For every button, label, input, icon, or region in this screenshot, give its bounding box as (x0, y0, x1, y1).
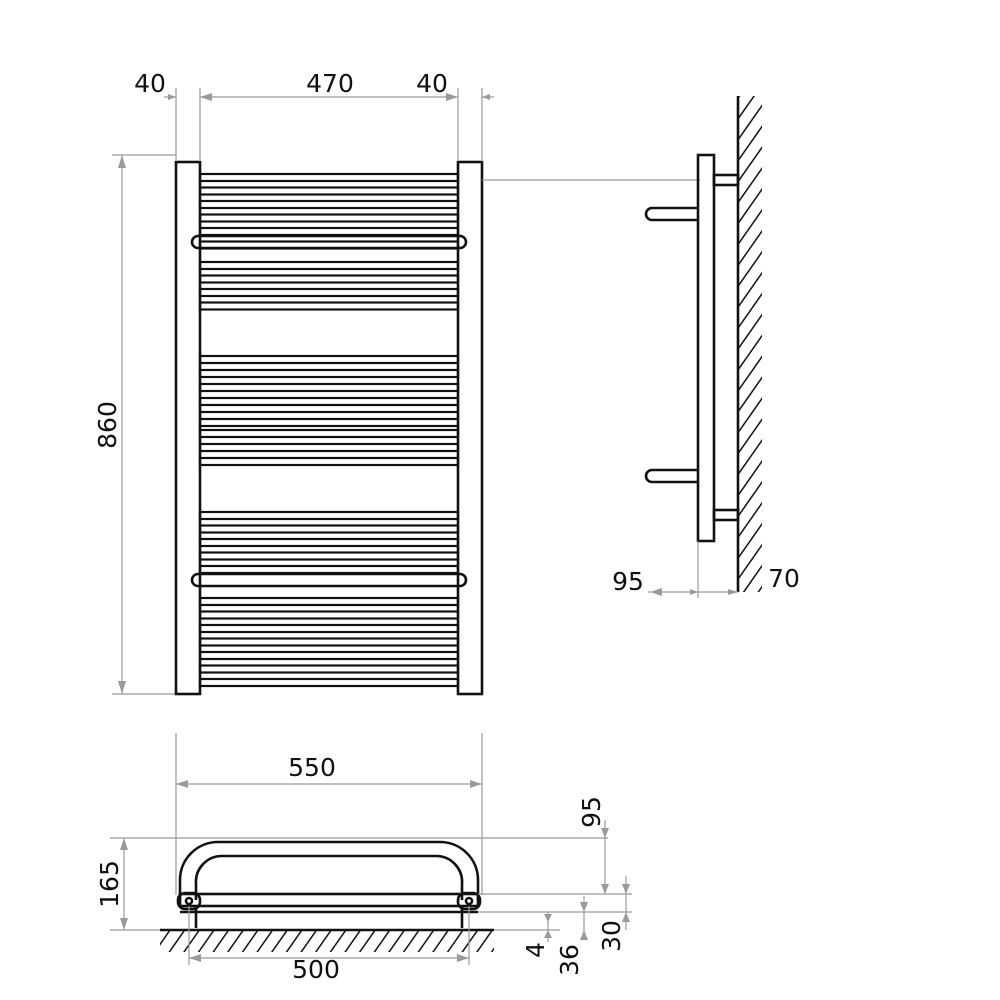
rung (198, 510, 460, 521)
mount-left-hole (184, 896, 194, 906)
dim-rail-top-label: 95 (577, 796, 606, 828)
rung (198, 551, 460, 561)
right-post (456, 160, 484, 696)
dim-width-inner-label: 500 (292, 955, 340, 984)
u-rail-outer (178, 840, 480, 900)
left-post (174, 160, 202, 696)
rung (198, 186, 460, 196)
rung (198, 456, 460, 467)
rung-group (198, 172, 460, 688)
floor-hatch (160, 930, 494, 952)
rung (198, 623, 460, 634)
rung (198, 650, 460, 661)
dim-offset-label: 95 (612, 567, 644, 596)
rung (198, 596, 460, 607)
rung (198, 274, 460, 284)
dim-rail-c-label: 4 (521, 942, 550, 958)
rung (198, 396, 460, 407)
mount-right-hole (464, 896, 474, 906)
base-plate (178, 892, 480, 908)
side-post (696, 153, 716, 543)
bracket-bottom (712, 508, 740, 522)
dim-side-right-label: 40 (416, 69, 448, 98)
rung (198, 428, 460, 439)
rung (198, 226, 460, 237)
rung (198, 537, 460, 548)
rung (198, 524, 460, 534)
rung (198, 213, 460, 223)
rung (198, 442, 460, 453)
dim-height-label: 860 (93, 401, 122, 449)
rung (198, 172, 460, 183)
rung (198, 301, 460, 311)
rung (198, 368, 460, 379)
rung (198, 287, 460, 298)
rail-stub-upper (644, 206, 698, 222)
rung (198, 677, 460, 688)
dim-rail-a-label: 30 (597, 920, 626, 952)
dim-side-left-label: 40 (134, 69, 166, 98)
rail-lower (190, 572, 468, 588)
dim-rail-b-label: 36 (555, 944, 584, 976)
rung (198, 637, 460, 647)
bracket-top (712, 173, 740, 187)
front-view: 40 470 40 860 (93, 69, 700, 696)
rung (198, 382, 460, 393)
rail-upper (190, 234, 468, 250)
rung (198, 354, 460, 365)
side-view: 95 70 (612, 96, 800, 598)
wall-hatch (738, 96, 762, 592)
rung (198, 410, 460, 421)
dim-height-top-label: 165 (95, 860, 124, 908)
rung (198, 564, 460, 575)
rail-stub-lower (644, 468, 698, 484)
dim-width-total-label: 550 (288, 753, 336, 782)
rung (198, 610, 460, 620)
dim-spacing-label: 470 (306, 69, 354, 98)
rung (198, 664, 460, 674)
dim-wall-label: 70 (768, 564, 800, 593)
u-rail-inner (194, 854, 464, 900)
rung (198, 199, 460, 210)
rung (198, 260, 460, 271)
top-view: 550 165 500 (95, 733, 632, 984)
